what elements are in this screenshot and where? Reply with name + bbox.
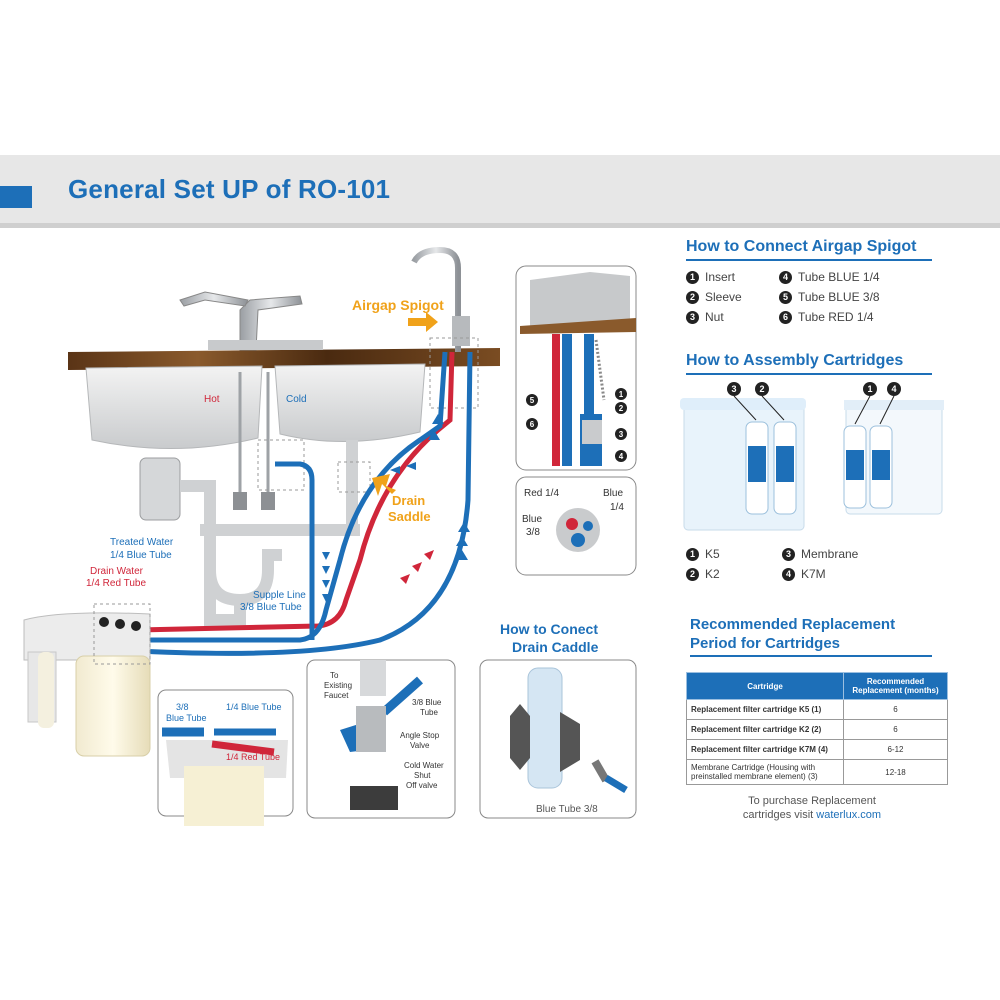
title-accent-bar [0,186,32,208]
label-callout-14-blue: 1/4 Blue Tube [226,702,282,712]
saddle-pointer-arrow [372,474,396,496]
installation-diagram: 1 2 3 4 5 6 Airgap Spigot Hot Cold Drain… [23,246,637,826]
assembly-callout-3: 3 [731,384,736,394]
label-existing: Existing [324,681,352,690]
table-row: Replacement filter cartridge K5 (1) 6 [686,699,948,720]
label-callout-38-tube: Blue Tube [166,713,207,723]
label-drain-tube: 1/4 Red Tube [86,578,146,589]
label-saddle: Saddle [388,509,431,524]
purchase-website-link[interactable]: waterlux.com [816,809,882,821]
replacement-title-line2: Period for Cartridges [690,635,932,657]
airgap-spigot-faucet [411,246,461,352]
callout-2: 2 [619,404,624,413]
red-drain-tube [137,351,455,633]
label-blue: Blue [603,488,623,499]
assembly-callout-4: 4 [891,384,896,394]
callout-1: 1 [619,390,624,399]
callout-3: 3 [619,430,624,439]
label-angle-a: Angle Stop [400,731,440,740]
label-cold-c: Off valve [406,781,438,790]
table-row: Replacement filter cartridge K2 (2) 6 [686,719,948,740]
label-blue38-a: Blue [522,514,542,525]
label-drain: Drain [392,493,425,508]
replacement-table: Cartridge Recommended Replacement (month… [686,672,948,785]
cartridge-cell: Membrane Cartridge (Housing with preinst… [686,759,844,785]
label-blue-tube-38: Blue Tube 3/8 [536,804,598,815]
disposal [139,457,181,521]
assembly-section-title: How to Assembly Cartridges [686,352,932,375]
replacement-table-header: Cartridge Recommended Replacement (month… [686,672,948,700]
cartridge-assembly-illustration: 3 2 1 4 [680,382,944,531]
months-cell: 6-12 [843,739,948,760]
label-callout-38: 3/8 [176,702,189,712]
cartridge-cell: Replacement filter cartridge K7M (4) [686,739,844,760]
callout-4: 4 [619,452,624,461]
col-cartridge: Cartridge [686,672,844,700]
label-cold-a: Cold Water [404,761,444,770]
purchase-line1: To purchase Replacement [748,795,876,807]
label-blue38-b: 3/8 [526,527,540,538]
label-callout-14-red: 1/4 Red Tube [226,752,280,762]
label-tube38-b: Tube [420,708,438,717]
assembly-callout-1: 1 [867,384,872,394]
airgap-pointer-arrow [408,312,438,332]
label-conect-a: How to Conect [500,621,598,637]
title-banner [0,155,1000,228]
table-row: Membrane Cartridge (Housing with preinst… [686,759,948,785]
label-conect-b: Drain Caddle [512,639,599,655]
label-tube38-a: 3/8 Blue [412,698,442,707]
cartridge-cell: Replacement filter cartridge K2 (2) [686,719,844,740]
airgap-section-title: How to Connect Airgap Spigot [686,238,932,261]
blue-supply-tube [117,351,473,656]
col-months: Recommended Replacement (months) [843,672,948,700]
label-drain-water: Drain Water [90,566,144,577]
label-supply-line: Supple Line [253,590,306,601]
purchase-line2: cartridges visit [742,809,814,821]
replacement-title-line1: Recommended Replacement [690,616,896,633]
page-title: General Set UP of RO-101 [68,174,391,204]
label-cold: Cold [286,394,307,405]
assembly-callout-2: 2 [759,384,764,394]
label-red-14: Red 1/4 [524,488,559,499]
label-angle-b: Valve [410,741,430,750]
label-treated-tube: 1/4 Blue Tube [110,550,172,561]
label-supply-tube: 3/8 Blue Tube [240,602,302,613]
months-cell: 6 [843,719,948,740]
purchase-note: To purchase Replacement cartridges visit… [672,794,952,822]
label-cold-b: Shut [414,771,431,780]
label-blue-frac: 1/4 [610,502,624,513]
months-cell: 6 [843,699,948,720]
callout-5: 5 [530,396,535,405]
label-hot: Hot [204,394,220,405]
label-faucet: Faucet [324,691,349,700]
label-to: To [330,671,339,680]
months-cell: 12-18 [843,759,948,785]
label-treated-water: Treated Water [110,537,174,548]
left-sink-basin [85,365,263,450]
callout-6: 6 [530,420,535,429]
cartridge-cell: Replacement filter cartridge K5 (1) [686,699,844,720]
label-airgap-spigot: Airgap Spigot [352,297,444,313]
table-row: Replacement filter cartridge K7M (4) 6-1… [686,739,948,760]
